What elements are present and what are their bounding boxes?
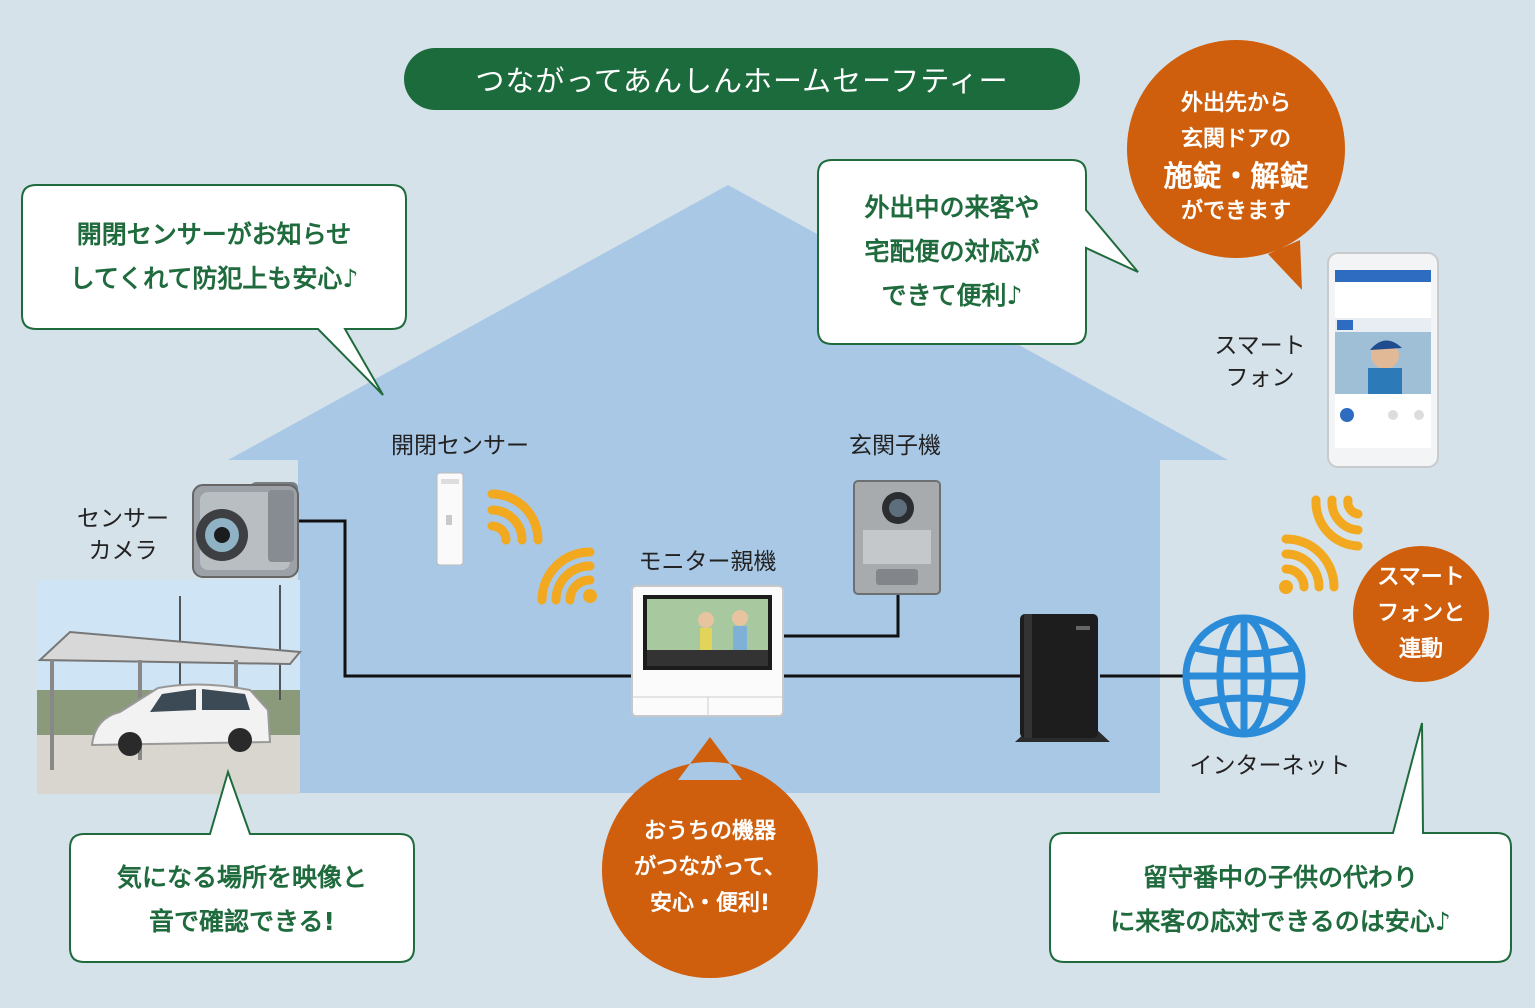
bubble-child-text: 留守番中の子供の代わり に来客の応対できるのは安心♪ [1050, 856, 1511, 944]
circle-connected-line1: おうちの機器 [643, 819, 776, 844]
bubble-camera-line1: 気になる場所を映像と [116, 863, 367, 892]
circle-door-lock-line1: 外出先から [1180, 91, 1291, 116]
circle-connected-line3: 安心・便利! [649, 891, 771, 916]
connection-wires [298, 519, 1185, 678]
label-monitor: モニター親機 [638, 549, 777, 575]
circle-bubble-door-lock [1127, 40, 1345, 290]
circle-door-lock-line2: 玄関ドアの [1180, 127, 1291, 152]
wifi-icon [1279, 534, 1339, 594]
router-icon [1015, 614, 1110, 742]
wifi-icon [487, 489, 543, 545]
monitor-icon [631, 585, 784, 717]
bubble-away-line1: 外出中の来客や [864, 193, 1040, 222]
circle-bubble-connected [601, 737, 818, 978]
label-door-station: 玄関子機 [849, 433, 941, 459]
speech-bubble-camera [69, 768, 415, 963]
circle-door-lock-line4: ができます [1180, 199, 1291, 224]
bubble-camera-line2: 音で確認できる! [149, 907, 335, 936]
bubble-child-line1: 留守番中の子供の代わり [1142, 863, 1418, 892]
circle-connected-line2: がつながって、 [634, 855, 786, 880]
page-title: つながってあんしんホームセーフティー [404, 48, 1080, 110]
bubble-sensor-text: 開閉センサーがお知らせ してくれて防犯上も安心♪ [22, 213, 406, 301]
circle-smartphone-line2: フォンと [1376, 601, 1465, 626]
label-door-sensor: 開閉センサー [391, 433, 529, 459]
label-sensor-camera-line2: カメラ [88, 538, 158, 564]
circle-door-lock-text: 外出先から 玄関ドアの 施錠・解錠 ができます [1127, 86, 1345, 230]
bubble-away-text: 外出中の来客や 宅配便の対応が できて便利♪ [818, 186, 1086, 318]
label-smartphone: スマート フォン [1195, 330, 1325, 394]
wifi-icon [1311, 495, 1363, 551]
label-smartphone-line2: フォン [1225, 365, 1295, 391]
sensor-camera-icon [192, 482, 299, 578]
circle-smartphone-line1: スマート [1377, 565, 1465, 590]
label-sensor-camera: センサー カメラ [58, 503, 188, 567]
intercom-icon [853, 480, 941, 595]
speech-bubble-child [1049, 722, 1512, 963]
circle-smartphone-line3: 連動 [1398, 637, 1443, 662]
circle-smartphone-text: スマート フォンと 連動 [1353, 560, 1489, 668]
bubble-child-line2: に来客の応対できるのは安心♪ [1110, 907, 1451, 936]
circle-door-lock-line3: 施錠・解錠 [1163, 159, 1309, 193]
label-sensor-camera-line1: センサー [77, 506, 169, 532]
speech-bubble-sensor [21, 184, 407, 396]
globe-icon [1182, 614, 1306, 738]
circle-connected-text: おうちの機器 がつながって、 安心・便利! [602, 814, 818, 922]
bubble-away-line3: できて便利♪ [881, 281, 1023, 310]
circle-bubble-smartphone-link [1353, 546, 1489, 682]
label-smartphone-line1: スマート [1214, 333, 1306, 359]
bubble-away-line2: 宅配便の対応が [864, 237, 1040, 266]
speech-bubble-away [817, 159, 1139, 345]
bubble-sensor-line2: してくれて防犯上も安心♪ [69, 264, 359, 293]
carport-photo [37, 580, 302, 794]
bubble-camera-text: 気になる場所を映像と 音で確認できる! [70, 856, 414, 944]
wifi-icon [537, 547, 597, 605]
door-sensor-icon [436, 472, 464, 566]
bubble-sensor-line1: 開閉センサーがお知らせ [76, 220, 352, 249]
smartphone-icon [1327, 252, 1439, 468]
label-internet: インターネット [1189, 753, 1351, 779]
